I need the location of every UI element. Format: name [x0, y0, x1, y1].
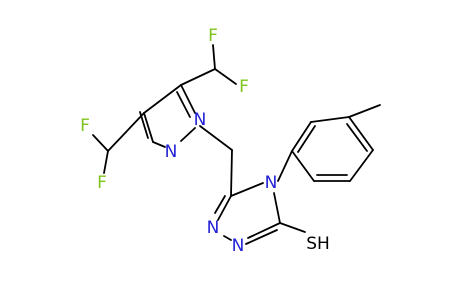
bond	[291, 121, 312, 152]
atom-labels: F F F F N N N N N SH	[80, 26, 330, 256]
bond	[92, 134, 109, 152]
bond	[346, 123, 368, 152]
bond	[291, 150, 315, 182]
bond	[348, 116, 374, 151]
bond	[217, 195, 232, 221]
bond	[143, 112, 154, 143]
bond	[180, 84, 196, 114]
bond	[214, 68, 237, 85]
bond	[277, 150, 293, 182]
bond	[214, 195, 226, 214]
bond	[143, 84, 182, 114]
bond	[223, 235, 232, 241]
bond	[180, 68, 216, 86]
bond	[230, 182, 264, 197]
bonds	[92, 44, 381, 245]
atom-label-thiol: SH	[306, 234, 330, 254]
bond	[230, 149, 233, 197]
bond	[279, 222, 306, 233]
bond	[180, 127, 196, 142]
bond	[348, 104, 381, 118]
atom-label-nitrogen: N	[207, 218, 220, 238]
atom-label-fluorine: F	[80, 116, 90, 136]
bond	[212, 44, 216, 70]
bond	[297, 125, 316, 153]
bond	[152, 141, 166, 148]
bond	[199, 125, 233, 151]
atom-label-fluorine: F	[97, 173, 107, 193]
atom-label-nitrogen: N	[265, 173, 278, 193]
bond	[103, 150, 109, 174]
bond	[107, 112, 145, 152]
bond	[176, 91, 191, 118]
bond	[245, 229, 278, 245]
bond	[273, 192, 281, 224]
atom-label-fluorine: F	[208, 26, 218, 46]
atom-label-nitrogen: N	[232, 236, 245, 256]
bond	[247, 222, 281, 239]
bond	[349, 149, 374, 182]
atom-label-fluorine: F	[239, 77, 249, 97]
atom-label-nitrogen: N	[194, 110, 207, 130]
atom-label-nitrogen: N	[165, 142, 178, 162]
bond	[310, 116, 350, 123]
